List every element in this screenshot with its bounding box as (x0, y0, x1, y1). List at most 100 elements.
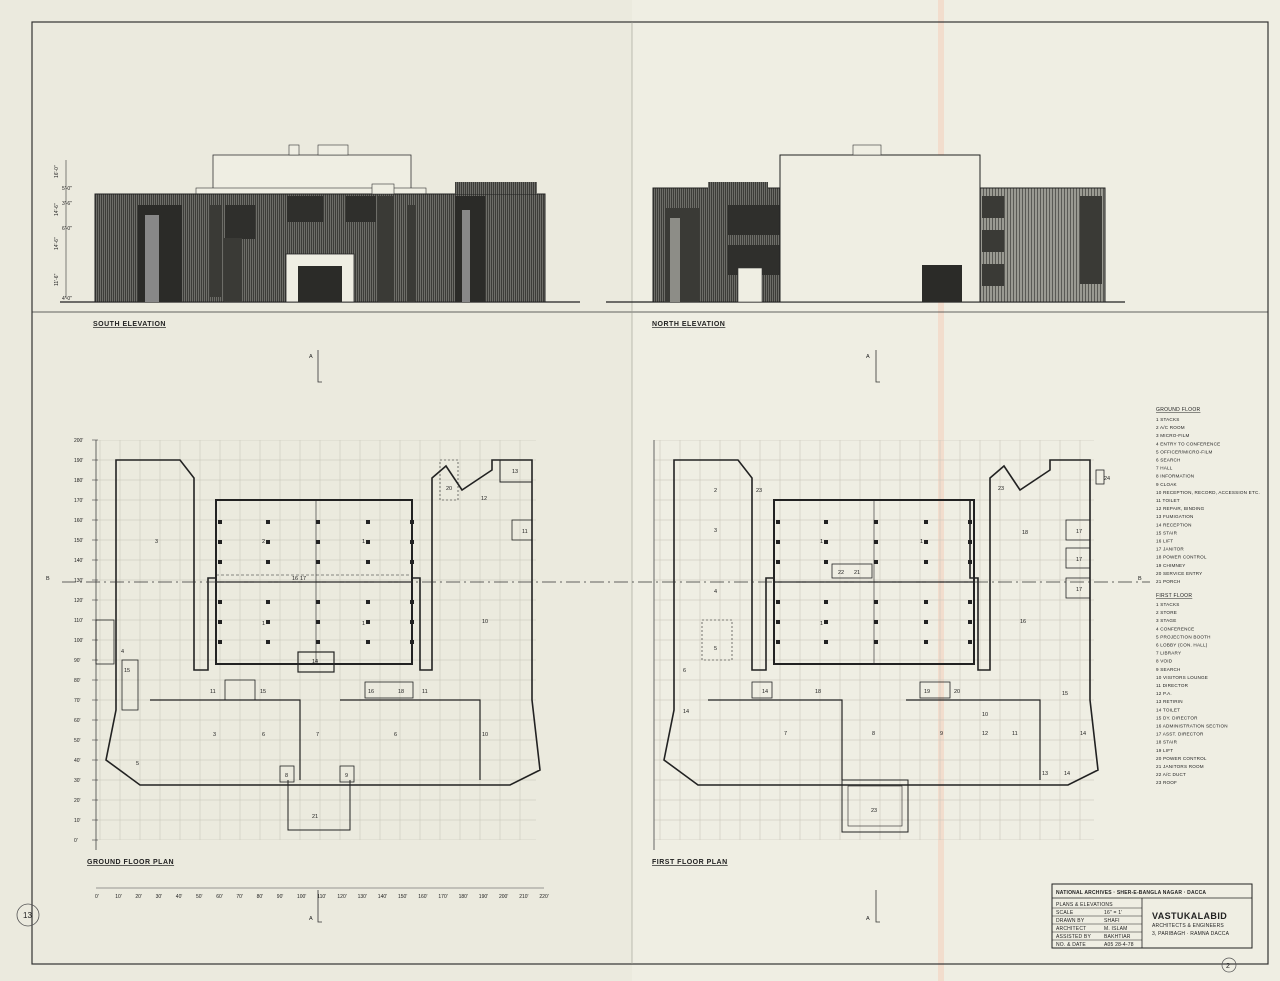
x-tick-label: 10' (115, 894, 122, 900)
title-block-key: ARCHITECT (1056, 926, 1086, 932)
column-mark (824, 640, 828, 644)
room-number: 16 (292, 576, 298, 582)
x-tick-label: 190' (479, 894, 488, 900)
room-number: 10 (982, 712, 988, 718)
room-number: 14 (312, 659, 318, 665)
ground-floor-columns (218, 520, 414, 644)
legend-item: 3 STAGE (1156, 618, 1176, 623)
legend-item: 8 VOID (1156, 659, 1173, 664)
y-tick-label: 60' (74, 718, 81, 724)
column-mark (266, 520, 270, 524)
title-block-value: A05 28-4-78 (1104, 942, 1134, 948)
title-block-value: BAKHTIAR (1104, 934, 1131, 940)
room-number: 1 (920, 539, 923, 545)
elev-dim: 3'-6" (62, 201, 72, 207)
y-tick-label: 0' (74, 838, 78, 844)
room-number: 16 (368, 689, 374, 695)
column-mark (266, 600, 270, 604)
firm-name: VASTUKALABID (1152, 911, 1227, 921)
column-mark (874, 520, 878, 524)
room-number: 21 (854, 570, 860, 576)
room-number: 20 (446, 486, 452, 492)
room-number: 1 (820, 539, 823, 545)
room-number: 15 (1062, 691, 1068, 697)
legend-item: 12 P.A. (1156, 691, 1172, 696)
column-mark (218, 620, 222, 624)
column-mark (366, 540, 370, 544)
room-number: 20 (954, 689, 960, 695)
column-mark (366, 520, 370, 524)
room-number: 15 (124, 668, 130, 674)
column-mark (776, 560, 780, 564)
legend-item: 20 POWER CONTROL (1156, 756, 1207, 761)
x-tick-label: 150' (398, 894, 407, 900)
room-number: 10 (482, 619, 488, 625)
column-mark (824, 560, 828, 564)
column-mark (968, 600, 972, 604)
y-tick-label: 200' (74, 438, 83, 444)
room-number: 7 (316, 732, 319, 738)
column-mark (266, 640, 270, 644)
column-mark (874, 540, 878, 544)
column-mark (776, 520, 780, 524)
x-tick-label: 130' (358, 894, 367, 900)
y-tick-label: 50' (74, 738, 81, 744)
room-number: 6 (683, 668, 686, 674)
x-tick-label: 140' (378, 894, 387, 900)
column-mark (874, 600, 878, 604)
legend-item: 15 STAIR (1156, 530, 1178, 535)
room-number: 1 (820, 621, 823, 627)
column-mark (218, 560, 222, 564)
first-floor-columns (776, 520, 972, 644)
y-tick-label: 20' (74, 798, 81, 804)
legend-item: 21 PORCH (1156, 579, 1181, 584)
section-marker-a (317, 350, 880, 923)
column-mark (218, 520, 222, 524)
title-block-value: M. ISLAM (1104, 926, 1128, 932)
legend-item: 4 CONFERENCE (1156, 626, 1194, 631)
room-number: 11 (422, 689, 428, 695)
column-mark (316, 540, 320, 544)
legend-item: 5 PROJECTION BOOTH (1156, 634, 1211, 639)
x-tick-label: 110' (317, 894, 326, 900)
room-number: 14 (762, 689, 768, 695)
room-number: 21 (312, 814, 318, 820)
legend-item: 10 RECEPTION, RECORD, ACCESSION ETC. (1156, 490, 1260, 495)
room-number: 10 (482, 732, 488, 738)
north-elevation (606, 144, 1125, 303)
legend-item: 23 ROOF (1156, 780, 1177, 785)
x-tick-label: 60' (216, 894, 223, 900)
x-tick-label: 200' (499, 894, 508, 900)
room-number: 23 (871, 808, 877, 814)
sheet-border (31, 21, 1269, 965)
column-mark (410, 560, 414, 564)
page-number-circle (1221, 957, 1237, 973)
room-number: 13 (512, 469, 518, 475)
legend-item: 16 LIFT (1156, 539, 1173, 544)
column-mark (316, 620, 320, 624)
column-mark (874, 560, 878, 564)
column-mark (824, 600, 828, 604)
y-tick-label: 30' (74, 778, 81, 784)
y-tick-label: 180' (74, 478, 83, 484)
column-mark (218, 600, 222, 604)
legend-item: 11 DIRECTOR (1156, 683, 1189, 688)
elev-dim: 16'-0" (54, 165, 60, 178)
column-mark (366, 620, 370, 624)
y-tick-label: 70' (74, 698, 81, 704)
room-number: 4 (714, 589, 717, 595)
column-mark (776, 600, 780, 604)
legend-item: 6 SEARCH (1156, 458, 1181, 463)
ground-floor-room-numbers: 2 1 1 1 3 4 5 6 7 6 3 8 9 10 10 11 11 12… (121, 469, 528, 820)
elev-dim: 4'-0" (62, 296, 72, 302)
room-number: 12 (982, 731, 988, 737)
column-mark (874, 640, 878, 644)
legend-item: 2 A/C ROOM (1156, 425, 1185, 430)
title-block-value: SHAFI (1104, 918, 1120, 924)
column-mark (824, 520, 828, 524)
room-number: 12 (481, 496, 487, 502)
title-block-key: NO. & DATE (1056, 942, 1086, 948)
